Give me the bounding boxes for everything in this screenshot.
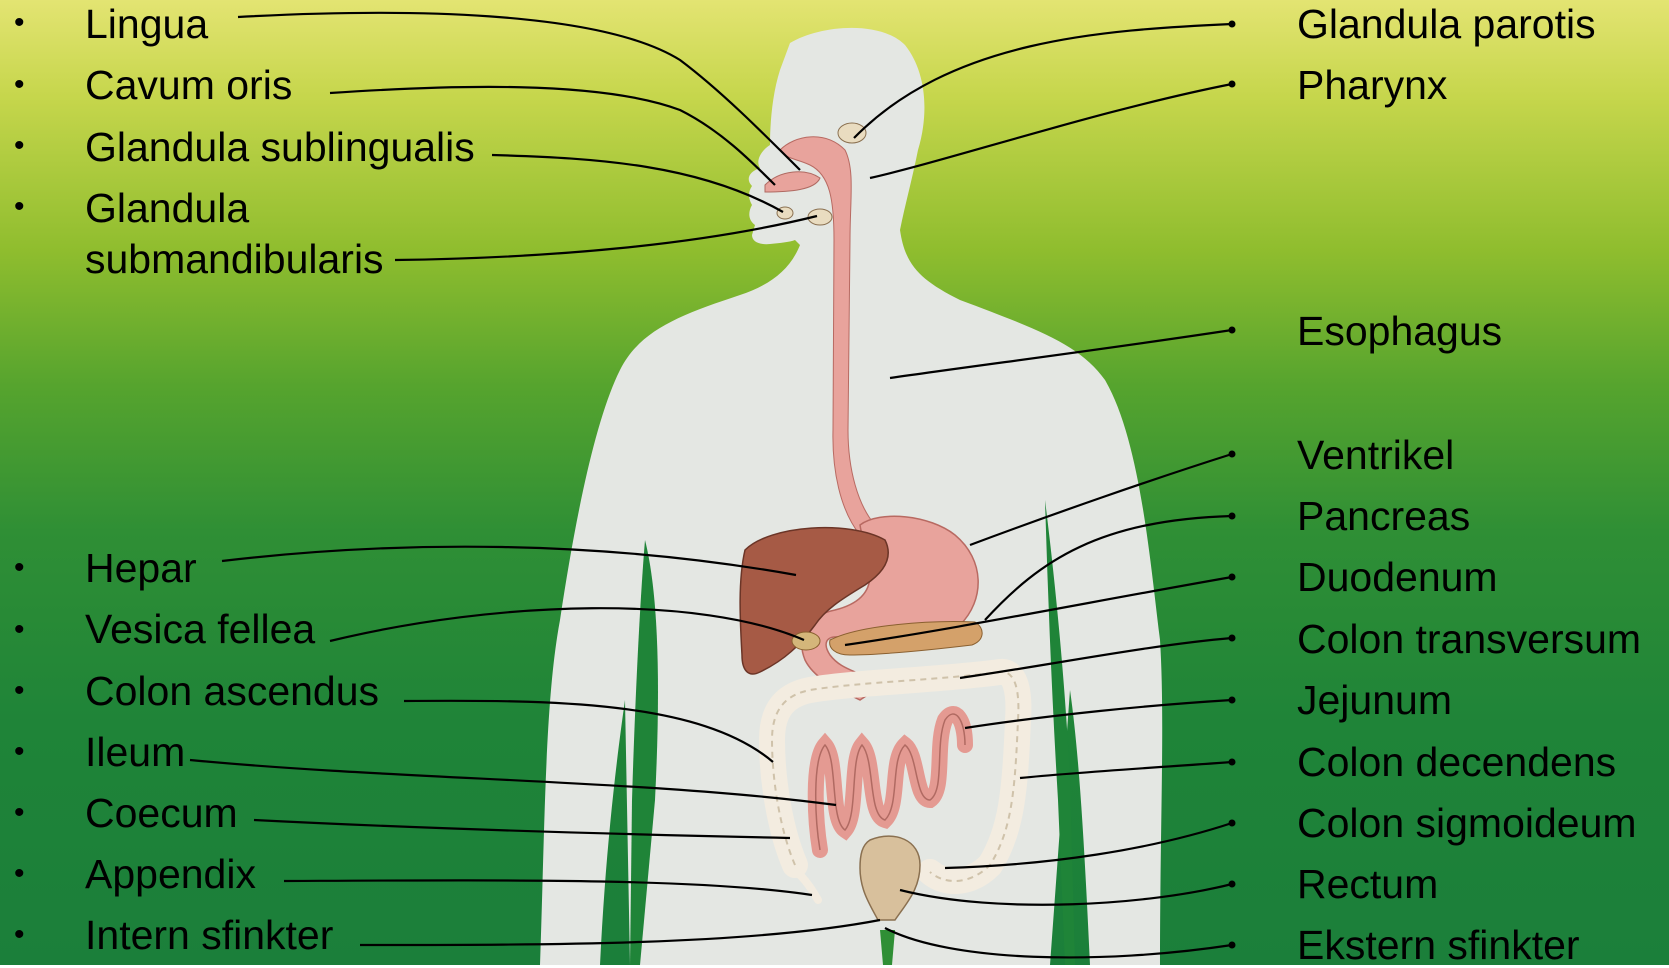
label-colon-ascendus: Colon ascendus [85,671,379,712]
bullet: • [14,131,25,161]
bullet: • [14,798,25,828]
bullet: • [14,553,25,583]
leader-glandula-sublingualis [492,155,783,212]
dot-colon-transversum [1229,635,1236,642]
label-intern-sfinkter: Intern sfinkter [85,915,333,956]
label-appendix: Appendix [85,854,256,895]
dot-rectum [1229,881,1236,888]
dot-colon-decendens [1229,759,1236,766]
label-glandula-sublingualis: Glandula sublingualis [85,127,475,168]
bullet: • [14,859,25,889]
leader-pharynx [870,84,1232,178]
label-lingua: Lingua [85,4,208,45]
label-ekstern-sfinkter: Ekstern sfinkter [1297,925,1580,966]
dot-pharynx [1229,81,1236,88]
dot-ventrikel [1229,451,1236,458]
dot-glandula-parotis [1229,21,1236,28]
label-cavum-oris: Cavum oris [85,65,292,106]
dot-esophagus [1229,327,1236,334]
bullet: • [14,920,25,950]
label-hepar: Hepar [85,548,197,589]
gallbladder-shape [792,632,820,650]
label-pharynx: Pharynx [1297,65,1447,106]
bullet: • [14,615,25,645]
parotid-gland-shape [838,123,866,143]
bullet: • [14,676,25,706]
dot-duodenum [1229,574,1236,581]
label-colon-sigmoideum: Colon sigmoideum [1297,803,1637,844]
right-leader-dots [1229,21,1236,949]
label-rectum: Rectum [1297,864,1438,905]
label-vesica-fellea: Vesica fellea [85,609,315,650]
bullet: • [14,70,25,100]
bullet: • [14,8,25,38]
label-ventrikel: Ventrikel [1297,435,1454,476]
label-glandula-parotis: Glandula parotis [1297,4,1596,45]
label-colon-decendens: Colon decendens [1297,742,1616,783]
label-jejunum: Jejunum [1297,680,1452,721]
label-ileum: Ileum [85,732,185,773]
label-glandula-submandibularis-line2: submandibularis [85,239,384,280]
dot-ekstern-sfinkter [1229,942,1236,949]
bullet: • [14,737,25,767]
dot-pancreas [1229,513,1236,520]
label-colon-transversum: Colon transversum [1297,619,1641,660]
label-esophagus: Esophagus [1297,311,1502,352]
label-glandula-submandibularis-line1: Glandula [85,188,249,229]
label-pancreas: Pancreas [1297,496,1470,537]
dot-jejunum [1229,697,1236,704]
label-coecum: Coecum [85,793,238,834]
dot-colon-sigmoideum [1229,820,1236,827]
label-duodenum: Duodenum [1297,557,1498,598]
bullet: • [14,192,25,222]
